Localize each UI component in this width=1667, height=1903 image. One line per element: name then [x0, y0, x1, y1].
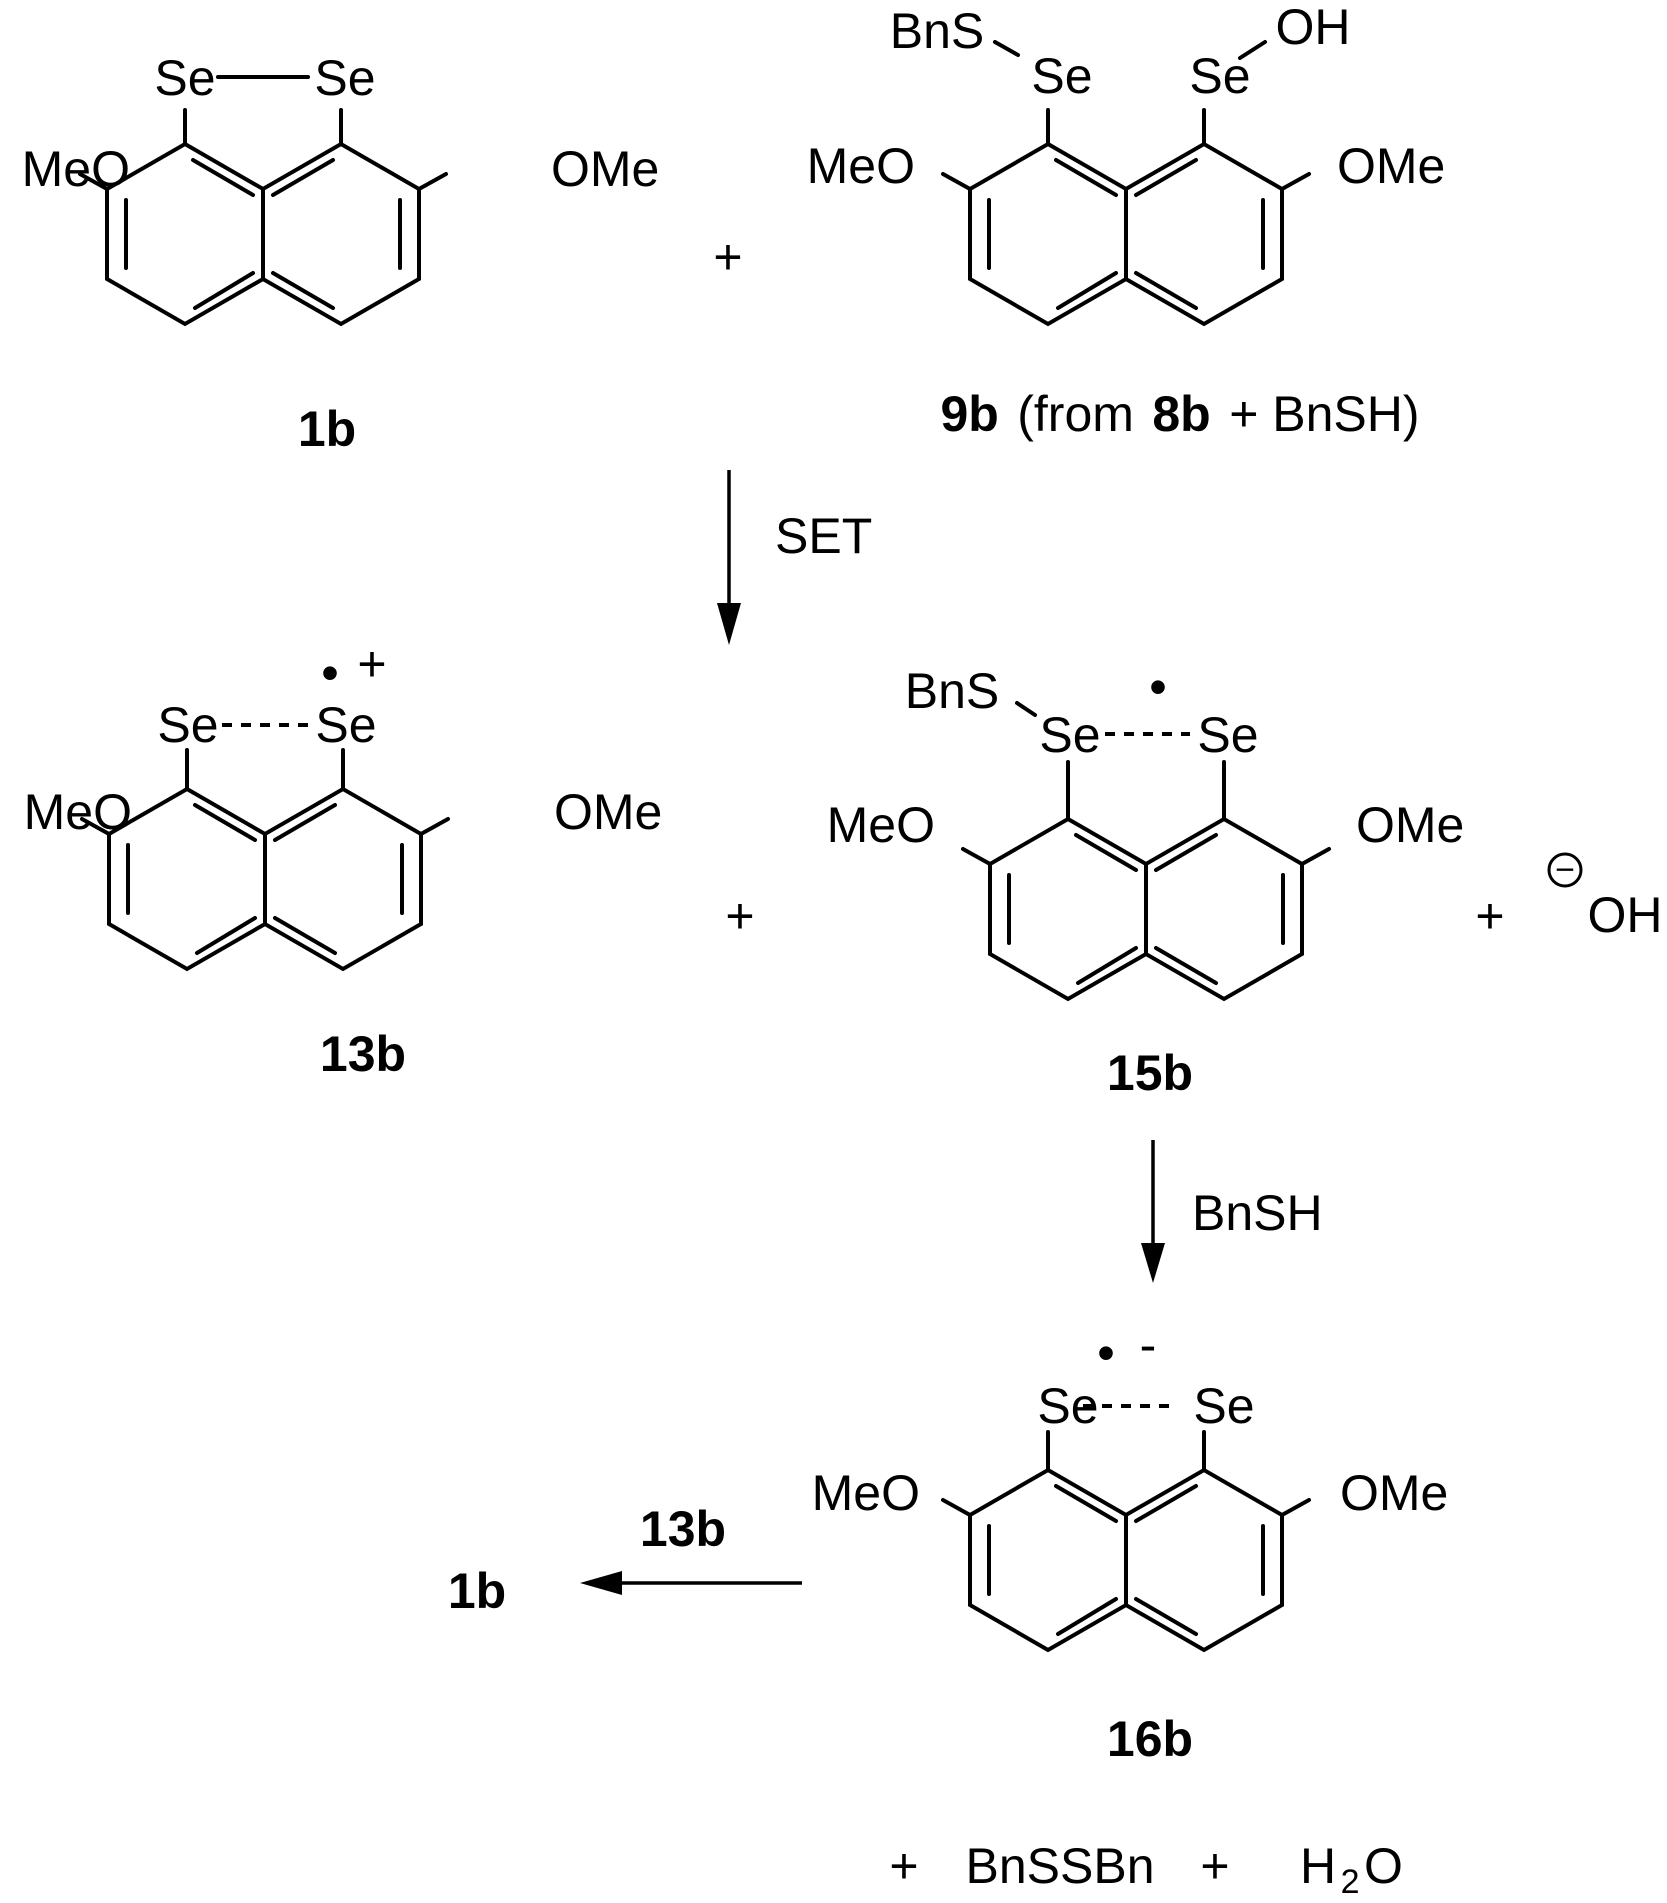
methoxy-left-1b: MeO — [22, 141, 130, 197]
naphthalene-core-9b — [968, 142, 1284, 326]
methoxy-right-1b: OMe — [551, 141, 659, 197]
compound-15b: BnS • Se Se MeO OMe 15b — [827, 659, 1465, 1101]
substituent-bonds-1b — [78, 108, 448, 191]
hydroxyl-group-9b: OH — [1276, 0, 1351, 55]
hydroxide-anion: − OH — [1547, 851, 1663, 943]
methoxy-left-15b: MeO — [827, 797, 935, 853]
product-label-1b: 1b — [448, 1563, 506, 1619]
selenium-atom-right-16b: Se — [1193, 1378, 1254, 1434]
plus-sign-3: + — [1475, 888, 1504, 944]
compound-label-9b: 9b (from 8b + BnSH) — [940, 386, 1419, 442]
substituent-bonds-15b — [961, 760, 1331, 866]
compound-9b: BnS Se Se OH MeO OMe 9b (from 8b + BnSH) — [807, 0, 1446, 442]
radical-dot-16b: • — [1097, 1325, 1115, 1381]
naphthalene-core-15b — [988, 817, 1304, 1001]
arrow-label-set: SET — [775, 508, 872, 564]
naphthalene-core-13b — [107, 787, 423, 971]
methoxy-left-16b: MeO — [812, 1465, 920, 1521]
substituent-bonds-16b — [941, 1430, 1311, 1517]
selenium-atom-left-1b: Se — [154, 50, 215, 106]
arrow-label-13b: 13b — [640, 1501, 726, 1557]
selenium-atom-left-9b: Se — [1031, 48, 1092, 104]
substituent-bonds-9b — [941, 108, 1311, 191]
selenium-atom-left-16b: Se — [1037, 1378, 1098, 1434]
reaction-arrow-set: SET — [717, 470, 872, 645]
methoxy-right-16b: OMe — [1340, 1465, 1448, 1521]
reaction-arrow-13b: 13b — [580, 1501, 802, 1595]
naphthalene-core-1b — [105, 142, 421, 326]
selenium-atom-left-13b: Se — [157, 697, 218, 753]
radical-dot-15b: • — [1149, 659, 1167, 715]
selenium-atom-right-9b: Se — [1189, 48, 1250, 104]
hydroxide-formula: OH — [1588, 887, 1663, 943]
radical-dot-13b: • — [321, 645, 339, 701]
plus-sign-1: + — [713, 229, 742, 285]
plus-sign-byproduct-b: + — [1200, 1838, 1229, 1894]
methoxy-left-9b: MeO — [807, 138, 915, 194]
negative-charge-sign: − — [1555, 851, 1575, 889]
selenium-atom-right-1b: Se — [314, 50, 375, 106]
benzylthio-group-15b: BnS — [905, 663, 1000, 719]
plus-sign-2: + — [725, 888, 754, 944]
compound-16b: • - Se Se MeO OMe 16b — [812, 1317, 1449, 1767]
substituent-bonds-13b — [80, 748, 450, 836]
benzylthio-group-9b: BnS — [890, 3, 985, 59]
selenium-atom-right-13b: Se — [315, 697, 376, 753]
compound-label-16b: 16b — [1107, 1711, 1193, 1767]
charge-minus-16b: - — [1140, 1317, 1157, 1373]
naphthalene-core-16b — [968, 1468, 1284, 1652]
methoxy-left-13b: MeO — [24, 784, 132, 840]
water-formula: H 2 O — [1300, 1838, 1403, 1901]
compound-label-15b: 15b — [1107, 1045, 1193, 1101]
charge-plus-13b: + — [357, 636, 386, 692]
s-se-bond-15b — [1015, 701, 1037, 717]
arrow-label-bnsh: BnSH — [1192, 1185, 1323, 1241]
methoxy-right-13b: OMe — [554, 784, 662, 840]
compound-label-1b: 1b — [298, 401, 356, 457]
dibenzyl-disulfide: BnSSBn — [965, 1838, 1154, 1894]
s-se-and-se-oh-bonds-9b — [993, 40, 1267, 60]
compound-label-13b: 13b — [320, 1026, 406, 1082]
methoxy-right-9b: OMe — [1337, 138, 1445, 194]
plus-sign-byproduct-a: + — [889, 1838, 918, 1894]
byproducts-line: + BnSSBn + H 2 O — [889, 1838, 1402, 1901]
selenium-atom-left-15b: Se — [1039, 707, 1100, 763]
negative-charge-circle — [1547, 852, 1583, 888]
compound-1b: Se Se MeO OMe 1b — [22, 50, 660, 457]
compound-13b: • + Se Se MeO OMe 13b — [24, 636, 663, 1082]
methoxy-right-15b: OMe — [1356, 797, 1464, 853]
reaction-arrow-bnsh: BnSH — [1141, 1140, 1323, 1283]
selenium-atom-right-15b: Se — [1197, 707, 1258, 763]
